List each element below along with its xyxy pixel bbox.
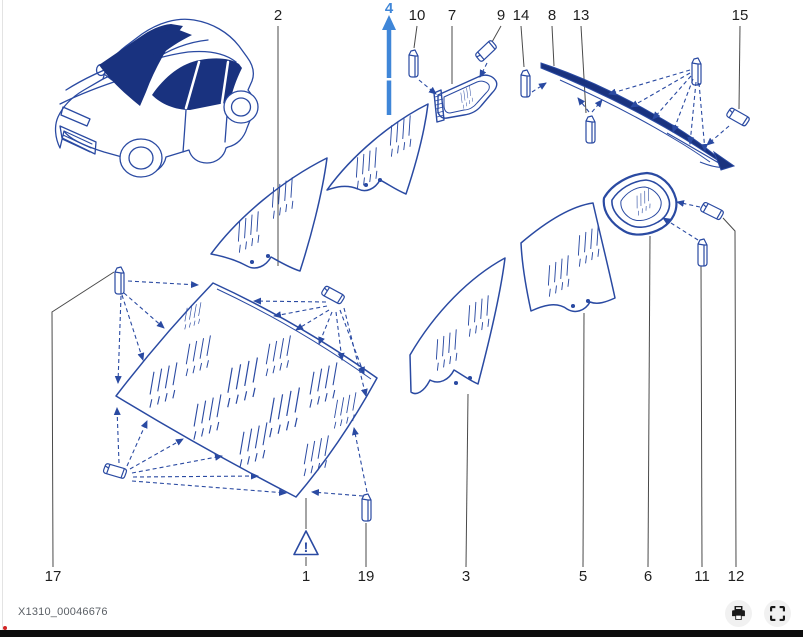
page-left-border — [2, 0, 3, 630]
callout-label-6[interactable]: 6 — [643, 568, 653, 585]
glazing-parts-diagram: ! — [51, 15, 751, 568]
callout-label-3[interactable]: 3 — [461, 568, 471, 585]
front-quarter-glass — [433, 74, 498, 123]
fullscreen-icon — [770, 606, 785, 621]
retainer-clip — [361, 493, 372, 522]
callout-label-5[interactable]: 5 — [578, 568, 588, 585]
callout-label-8[interactable]: 8 — [547, 7, 557, 24]
car-illustration — [54, 18, 259, 178]
svg-text:!: ! — [304, 539, 309, 555]
door-glass-3 — [409, 257, 506, 395]
door-glass-5 — [520, 202, 616, 313]
retainer-clip — [102, 461, 128, 481]
callout-label-9[interactable]: 9 — [496, 7, 506, 24]
warning-triangle-icon: ! — [293, 530, 319, 556]
callout-label-13[interactable]: 13 — [572, 7, 590, 24]
callout-label-2[interactable]: 2 — [273, 7, 283, 24]
callout-label-12[interactable]: 12 — [727, 568, 745, 585]
printer-icon — [732, 606, 745, 620]
callout-label-17[interactable]: 17 — [44, 568, 62, 585]
red-dot-marker — [3, 626, 7, 630]
print-button[interactable] — [725, 600, 752, 627]
callout-label-19[interactable]: 19 — [357, 568, 375, 585]
callout-label-15[interactable]: 15 — [731, 7, 749, 24]
retainer-clip — [473, 39, 499, 63]
callout-label-1[interactable]: 1 — [301, 568, 311, 585]
retainer-clip — [697, 238, 708, 267]
retainer-clip — [408, 49, 419, 78]
highlight-arrow — [382, 15, 396, 115]
callout-label-7[interactable]: 7 — [447, 7, 457, 24]
retainer-clip — [585, 115, 596, 144]
fullscreen-button[interactable] — [764, 600, 791, 627]
front-door-glass-pair — [210, 103, 429, 272]
leader-lines — [51, 25, 741, 568]
windshield-glass — [115, 282, 378, 498]
fastener-arrows — [113, 62, 730, 497]
callout-label-11[interactable]: 11 — [694, 568, 710, 585]
retainer-clip — [699, 200, 725, 222]
rear-quarter-glass — [602, 171, 678, 236]
callout-label-4[interactable]: 4 — [384, 0, 394, 17]
roof-trim — [540, 62, 736, 171]
reference-code: X1310_00046676 — [18, 606, 108, 618]
callout-label-14[interactable]: 14 — [512, 7, 530, 24]
callout-label-10[interactable]: 10 — [408, 7, 426, 24]
retainer-clip — [520, 69, 531, 98]
bottom-bar — [0, 630, 803, 637]
retainer-clip — [691, 57, 702, 86]
retainer-clip — [114, 266, 125, 295]
retainer-clip — [725, 105, 751, 129]
